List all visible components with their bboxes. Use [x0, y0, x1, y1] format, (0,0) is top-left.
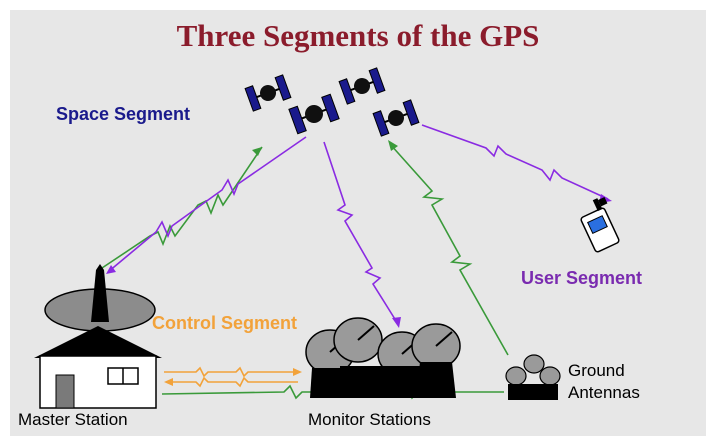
control-segment-label: Control Segment: [152, 313, 298, 333]
satellite-icon: [338, 67, 386, 105]
house-icon: [34, 326, 162, 409]
user-segment-label: User Segment: [521, 268, 643, 288]
satellite-icon: [244, 74, 292, 112]
diagram-title: Three Segments of the GPS: [176, 18, 540, 53]
antenna-dish-icon: [333, 317, 383, 363]
master-station-label: Master Station: [18, 410, 128, 429]
uplink-arrow-master: [101, 146, 263, 269]
monitor-stations-label: Monitor Stations: [308, 410, 431, 429]
ground-antennas-line2: Antennas: [568, 383, 640, 402]
ground-antennas-line1: Ground: [568, 361, 625, 380]
antenna-dish-icon: [411, 323, 461, 398]
uplink-arrow-ground: [388, 140, 509, 356]
downlink-arrow-master: [106, 136, 307, 274]
downlink-arrow-monitor: [323, 141, 401, 328]
control-link-lower: [164, 376, 298, 388]
satellite-icon: [288, 93, 340, 135]
space-segment-label: Space Segment: [56, 104, 191, 124]
downlink-arrow-user: [421, 124, 612, 203]
satellite-icon: [372, 99, 420, 137]
antenna-dish-icon: [505, 354, 561, 400]
gps-receiver-icon: [580, 197, 620, 253]
monitor-station-base: [340, 366, 420, 398]
ground-antennas-label: Ground Antennas: [568, 360, 640, 404]
antenna-dish-icon: [44, 264, 156, 332]
control-link-upper: [164, 366, 302, 378]
